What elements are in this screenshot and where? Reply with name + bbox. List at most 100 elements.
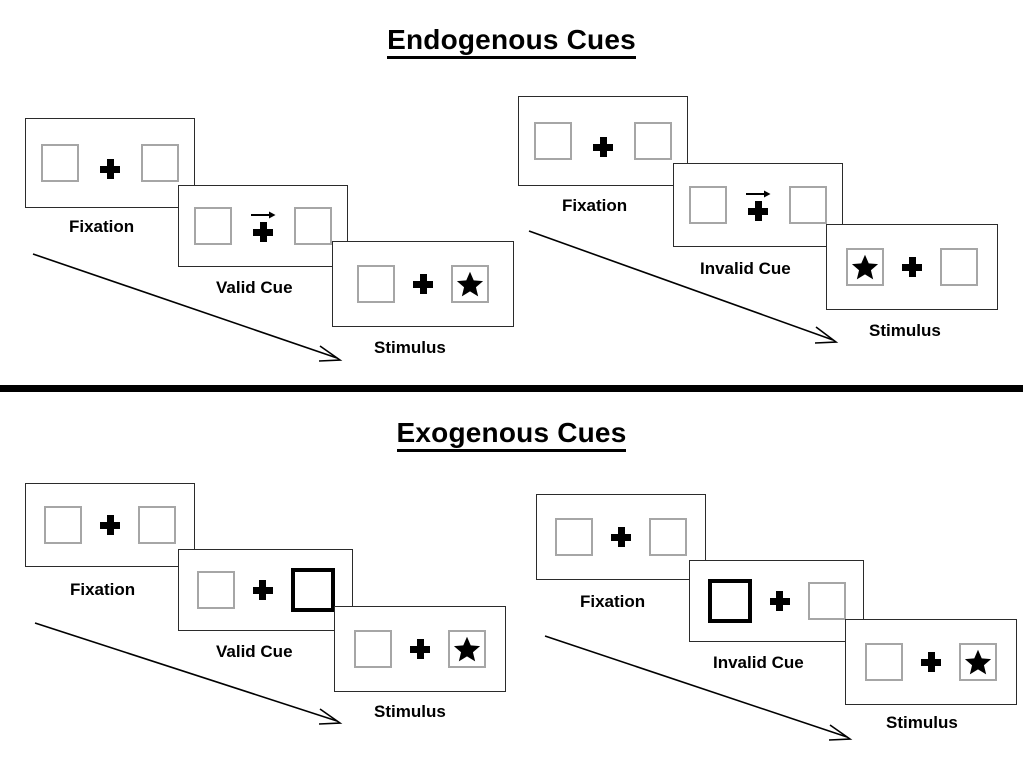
fixation-cross-icon bbox=[593, 137, 613, 157]
fixation-cross-icon bbox=[611, 527, 631, 547]
star-target-icon bbox=[453, 636, 481, 662]
time-progression-arrow-icon bbox=[32, 253, 343, 362]
trial-panel-stimulus bbox=[334, 606, 506, 692]
right-arrow-cue-icon bbox=[251, 211, 276, 219]
placeholder-box-left bbox=[357, 265, 395, 303]
caption-valid-cue: Valid Cue bbox=[216, 642, 293, 661]
trial-panel-valid-cue bbox=[178, 549, 353, 631]
target-box-right bbox=[448, 630, 486, 668]
placeholder-box-left bbox=[689, 186, 727, 224]
caption-stimulus: Stimulus bbox=[886, 713, 958, 732]
panel-content bbox=[357, 265, 489, 303]
trial-panel-fixation bbox=[25, 483, 195, 567]
center-column bbox=[590, 125, 616, 157]
trial-panel-stimulus bbox=[845, 619, 1017, 705]
panel-content bbox=[41, 144, 179, 182]
center-column bbox=[902, 257, 922, 277]
cued-box-left bbox=[707, 579, 752, 623]
section-title-exogenous: Exogenous Cues bbox=[0, 417, 1023, 452]
fixation-cross-icon bbox=[100, 159, 120, 179]
placeholder-box-right bbox=[294, 207, 332, 245]
trial-panel-invalid-cue bbox=[673, 163, 843, 247]
fixation-cross-icon bbox=[902, 257, 922, 277]
panel-content bbox=[194, 207, 332, 245]
placeholder-box-right bbox=[807, 582, 846, 620]
center-column bbox=[745, 189, 771, 221]
placeholder-box-right bbox=[649, 518, 687, 556]
caption-fixation: Fixation bbox=[69, 217, 135, 236]
fixation-cross-icon bbox=[748, 201, 768, 221]
fixation-cross-icon bbox=[410, 639, 430, 659]
caption-fixation: Fixation bbox=[562, 196, 628, 215]
time-progression-arrow-icon bbox=[528, 230, 839, 344]
placeholder-box-left bbox=[555, 518, 593, 556]
arrow-cue-spacer bbox=[97, 147, 123, 159]
star-target-icon bbox=[851, 254, 879, 280]
trial-panel-stimulus bbox=[332, 241, 514, 327]
center-column bbox=[250, 210, 276, 242]
cued-box-right bbox=[290, 568, 335, 612]
section-title-exogenous-text: Exogenous Cues bbox=[396, 417, 627, 452]
center-column bbox=[611, 527, 631, 547]
caption-fixation: Fixation bbox=[580, 592, 646, 611]
trial-panel-fixation bbox=[25, 118, 195, 208]
center-column bbox=[100, 515, 120, 535]
panel-content bbox=[689, 186, 827, 224]
placeholder-box-right bbox=[141, 144, 179, 182]
section-divider bbox=[0, 385, 1023, 392]
trial-panel-valid-cue bbox=[178, 185, 348, 267]
caption-fixation: Fixation bbox=[70, 580, 136, 599]
placeholder-box-right bbox=[634, 122, 672, 160]
fixation-cross-icon bbox=[252, 580, 273, 600]
center-column bbox=[921, 652, 941, 672]
star-target-icon bbox=[456, 271, 484, 297]
panel-content bbox=[707, 579, 846, 623]
placeholder-box-left bbox=[44, 506, 82, 544]
placeholder-box-right bbox=[789, 186, 827, 224]
trial-panel-stimulus bbox=[826, 224, 998, 310]
caption-valid-cue: Valid Cue bbox=[216, 278, 293, 297]
placeholder-box-left bbox=[41, 144, 79, 182]
placeholder-box-right bbox=[940, 248, 978, 286]
caption-invalid-cue: Invalid Cue bbox=[700, 259, 791, 278]
caption-invalid-cue: Invalid Cue bbox=[713, 653, 804, 672]
arrow-cue-spacer bbox=[590, 125, 616, 137]
center-column bbox=[413, 274, 433, 294]
target-box-right bbox=[451, 265, 489, 303]
star-target-icon bbox=[964, 649, 992, 675]
placeholder-box-left bbox=[865, 643, 903, 681]
placeholder-box-left bbox=[196, 571, 235, 609]
panel-content bbox=[555, 518, 687, 556]
center-column bbox=[252, 580, 273, 600]
fixation-cross-icon bbox=[100, 515, 120, 535]
fixation-cross-icon bbox=[921, 652, 941, 672]
placeholder-box-left bbox=[354, 630, 392, 668]
caption-stimulus: Stimulus bbox=[374, 338, 446, 357]
section-title-endogenous-text: Endogenous Cues bbox=[387, 24, 636, 59]
panel-content bbox=[354, 630, 486, 668]
time-progression-arrow-icon bbox=[544, 635, 853, 741]
right-arrow-cue-icon bbox=[746, 190, 771, 198]
trial-panel-fixation bbox=[518, 96, 688, 186]
placeholder-box-left bbox=[194, 207, 232, 245]
panel-content bbox=[846, 248, 978, 286]
panel-content bbox=[865, 643, 997, 681]
fixation-cross-icon bbox=[769, 591, 790, 611]
center-column bbox=[769, 591, 790, 611]
center-column bbox=[97, 147, 123, 179]
fixation-cross-icon bbox=[253, 222, 273, 242]
placeholder-box-left bbox=[534, 122, 572, 160]
caption-stimulus: Stimulus bbox=[374, 702, 446, 721]
panel-content bbox=[534, 122, 672, 160]
trial-panel-fixation bbox=[536, 494, 706, 580]
placeholder-box-right bbox=[138, 506, 176, 544]
caption-stimulus: Stimulus bbox=[869, 321, 941, 340]
fixation-cross-icon bbox=[413, 274, 433, 294]
target-box-right bbox=[959, 643, 997, 681]
section-title-endogenous: Endogenous Cues bbox=[0, 24, 1023, 59]
center-column bbox=[410, 639, 430, 659]
panel-content bbox=[196, 568, 335, 612]
target-box-left bbox=[846, 248, 884, 286]
trial-panel-invalid-cue bbox=[689, 560, 864, 642]
time-progression-arrow-icon bbox=[34, 622, 343, 725]
